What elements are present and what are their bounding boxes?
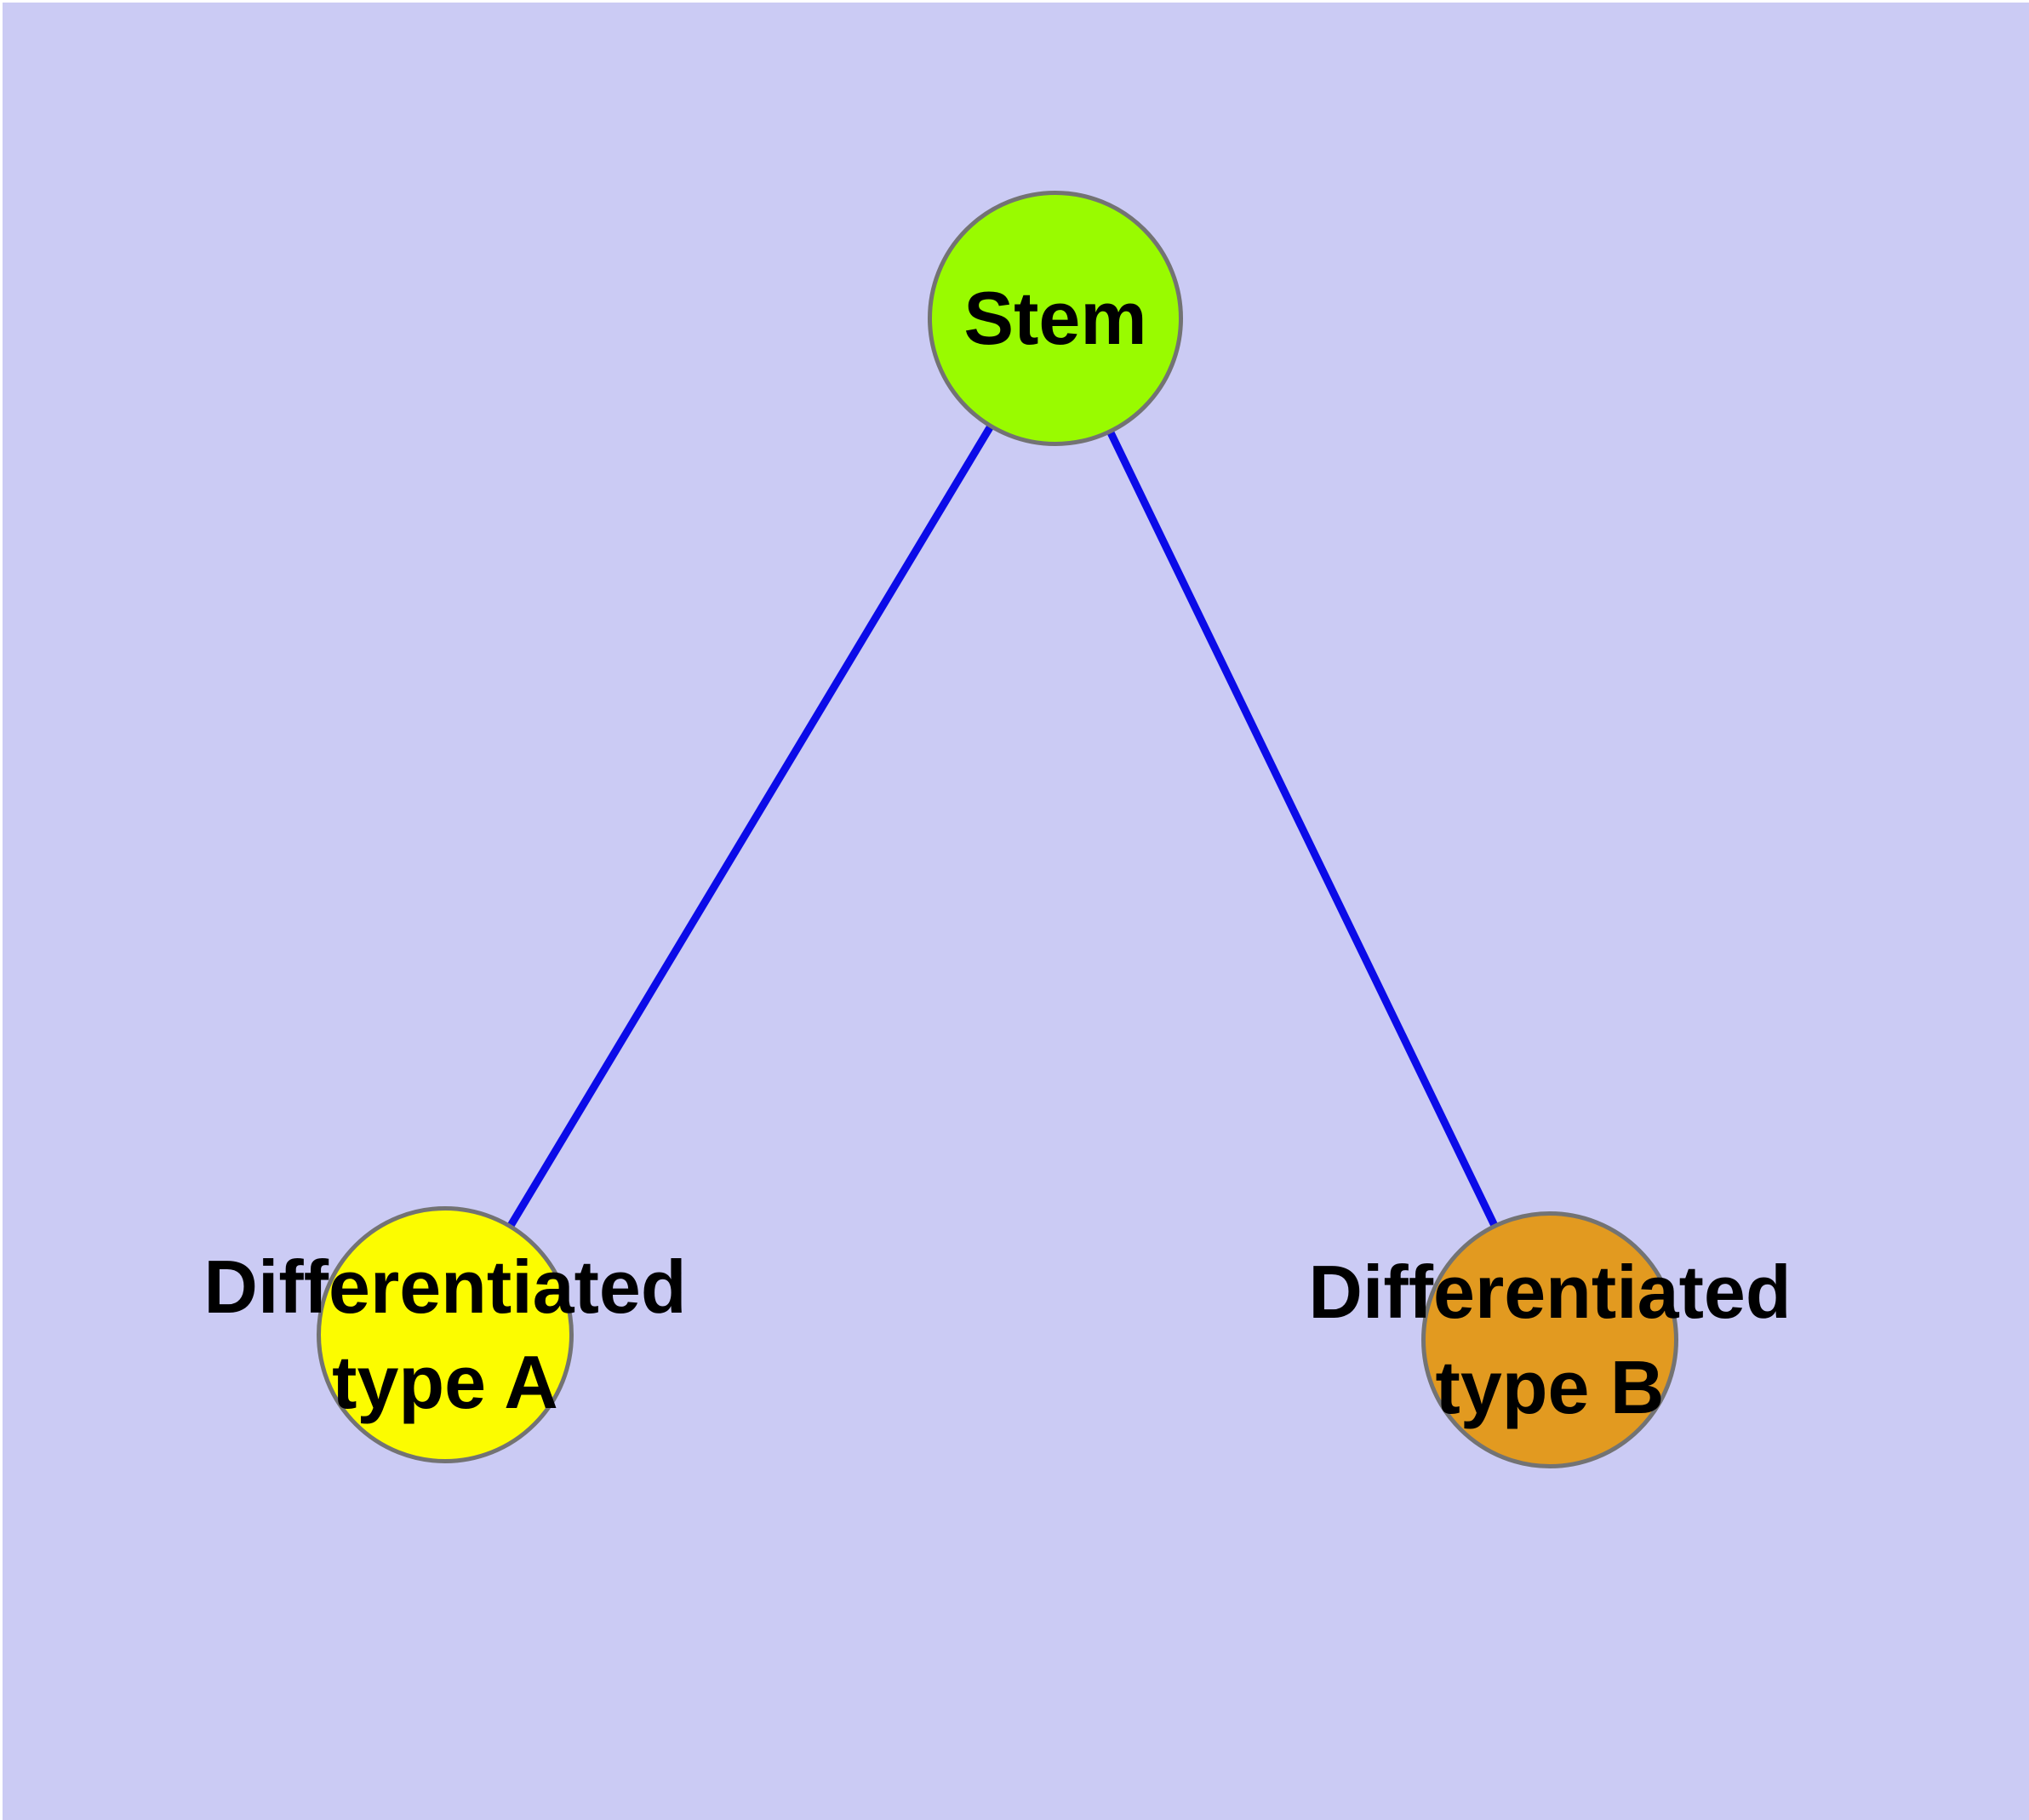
edge-stem-to-type-b <box>1051 317 1554 1342</box>
node-differentiated-type-b[interactable] <box>1421 1211 1678 1468</box>
graph-canvas: Stem Differentiated type A Differentiate… <box>3 3 2029 1820</box>
node-differentiated-type-a[interactable] <box>317 1206 574 1463</box>
edges-layer <box>442 316 1554 1342</box>
node-stem[interactable] <box>928 191 1183 446</box>
edge-stem-to-type-a <box>442 316 1059 1337</box>
